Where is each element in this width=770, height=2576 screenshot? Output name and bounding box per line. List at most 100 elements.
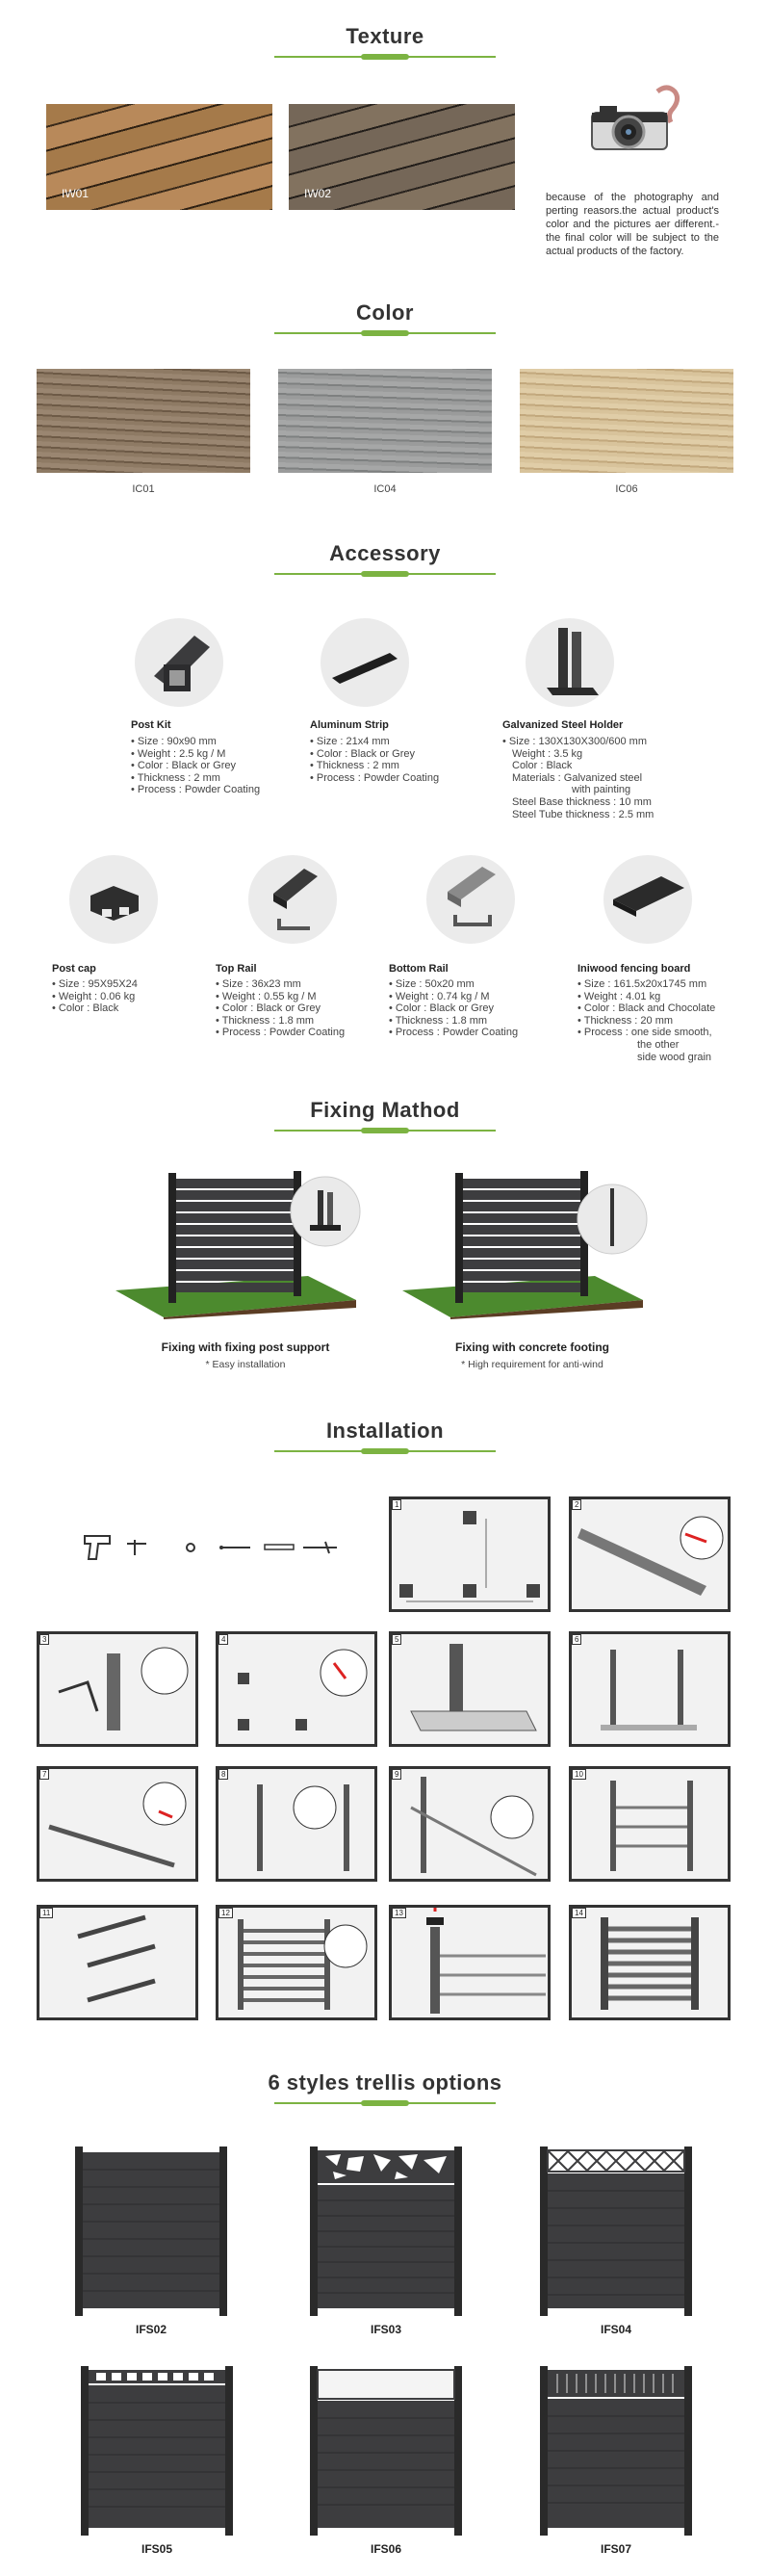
spec-item: Weight : 3.5 kg (512, 747, 583, 760)
section-title-trellis: 6 styles trellis options (268, 2070, 502, 2095)
spec-item: Size : 90x90 mm (131, 736, 260, 748)
color-swatch-ic01 (37, 369, 250, 473)
accessory-name: Galvanized Steel Holder (502, 719, 624, 731)
accessory-name: Bottom Rail (389, 963, 449, 975)
install-step-7: 7 (37, 1766, 198, 1882)
spec-item: Materials : Galvanized steel (512, 771, 643, 784)
spec-item: with painting (572, 784, 631, 796)
install-step-10: 10 (569, 1766, 731, 1882)
trellis-ifs03-image (310, 2147, 462, 2316)
accessory-name: Aluminum Strip (310, 719, 389, 731)
fencing-board-image (603, 855, 692, 944)
trellis-label: IFS02 (135, 2323, 167, 2336)
step-number: 2 (572, 1499, 582, 1510)
steel-holder-image (526, 618, 614, 707)
step-number: 5 (392, 1634, 402, 1645)
accessory-name: Post cap (52, 963, 96, 975)
trellis-ifs04-image (540, 2147, 692, 2316)
hammer-icon (303, 1541, 337, 1554)
accessory-specs: Size : 50x20 mm Weight : 0.74 kg / M Col… (389, 978, 518, 1039)
install-step-4: 4 (216, 1631, 377, 1747)
fixing-post-support-image (116, 1171, 361, 1319)
rail-icon (264, 1544, 295, 1550)
spec-item: Size : 50x20 mm (389, 978, 518, 991)
spec-item: Process : Powder Coating (131, 784, 260, 796)
color-swatch-ic04 (278, 369, 492, 473)
trellis-ifs02-image (75, 2147, 227, 2316)
spec-item: Color : Black or Grey (216, 1002, 345, 1015)
texture-label: IW02 (304, 187, 332, 200)
install-step-6: 6 (569, 1631, 731, 1747)
aluminum-strip-image (321, 618, 409, 707)
step-number: 3 (39, 1634, 50, 1645)
spec-item: side wood grain (637, 1051, 712, 1063)
spec-item: Thickness : 1.8 mm (216, 1015, 345, 1028)
spec-item: Process : Powder Coating (216, 1027, 345, 1039)
install-step-11: 11 (37, 1905, 198, 2020)
spec-item: Thickness : 2 mm (310, 760, 439, 772)
trellis-label: IFS04 (600, 2323, 631, 2336)
step-number: 9 (392, 1769, 402, 1780)
title-underline (274, 2100, 496, 2106)
section-title-installation: Installation (325, 1418, 445, 1443)
install-step-13: 13 (389, 1905, 551, 2020)
accessory-name: Post Kit (131, 719, 171, 731)
color-label: IC06 (615, 483, 638, 495)
spec-item: Color : Black (52, 1002, 138, 1015)
title-underline (274, 330, 496, 336)
color-label: IC01 (132, 483, 155, 495)
accessory-name: Top Rail (216, 963, 257, 975)
step-number: 4 (218, 1634, 229, 1645)
title-underline (274, 571, 496, 577)
spec-item: Size : 161.5x20x1745 mm (578, 978, 715, 991)
section-title-color: Color (356, 300, 414, 325)
trellis-label: IFS03 (370, 2323, 401, 2336)
trellis-label: IFS06 (370, 2542, 401, 2556)
accessory-specs: Size : 21x4 mm Color : Black or Grey Thi… (310, 736, 439, 784)
install-step-1: 1 (389, 1496, 551, 1612)
section-title-fixing: Fixing Mathod (310, 1098, 460, 1122)
fixing-concrete-footing-image (402, 1171, 648, 1319)
spec-item: Steel Tube thickness : 2.5 mm (512, 808, 654, 820)
spec-item: Size : 130X130X300/600 mm (502, 736, 654, 748)
title-underline (274, 54, 496, 60)
trellis-label: IFS05 (141, 2542, 172, 2556)
install-step-3: 3 (37, 1631, 198, 1747)
spec-item: the other (637, 1038, 680, 1051)
trellis-label: IFS07 (600, 2542, 631, 2556)
rail-icon (219, 1546, 250, 1549)
step-number: 7 (39, 1769, 50, 1780)
screw-icon (186, 1543, 195, 1552)
spec-item: Color : Black and Chocolate (578, 1002, 715, 1015)
step-number: 6 (572, 1634, 582, 1645)
spec-item: Process : Powder Coating (389, 1027, 518, 1039)
texture-note: because of the photography and perting r… (546, 192, 719, 257)
drill-icon (84, 1535, 111, 1560)
install-step-2: 2 (569, 1496, 731, 1612)
accessory-specs: Size : 90x90 mm Weight : 2.5 kg / M Colo… (131, 736, 260, 796)
spec-item: Size : 21x4 mm (310, 736, 439, 748)
color-swatch-ic06 (520, 369, 733, 473)
post-cap-image (69, 855, 158, 944)
spec-item: Weight : 0.06 kg (52, 991, 138, 1003)
trellis-ifs06-image (310, 2366, 462, 2536)
spec-item: Weight : 4.01 kg (578, 991, 715, 1003)
top-rail-image (248, 855, 337, 944)
spec-item: Thickness : 1.8 mm (389, 1015, 518, 1028)
step-number: 14 (572, 1908, 586, 1918)
post-kit-image (135, 618, 223, 707)
texture-image-iw02: IW02 (289, 104, 515, 210)
fixing-subtitle: * Easy installation (205, 1359, 286, 1370)
step-number: 11 (39, 1908, 54, 1918)
spec-item: Steel Base thickness : 10 mm (512, 795, 652, 808)
accessory-specs: Size : 95X95X24 Weight : 0.06 kg Color :… (52, 978, 138, 1015)
step-number: 12 (218, 1908, 233, 1918)
step-number: 1 (392, 1499, 402, 1510)
install-step-8: 8 (216, 1766, 377, 1882)
spec-item: Process : one side smooth, (578, 1027, 715, 1039)
camera-icon (591, 85, 680, 150)
accessory-name: Iniwood fencing board (578, 963, 691, 975)
install-step-9: 9 (389, 1766, 551, 1882)
bottom-rail-image (426, 855, 515, 944)
spec-item: Weight : 2.5 kg / M (131, 748, 260, 761)
